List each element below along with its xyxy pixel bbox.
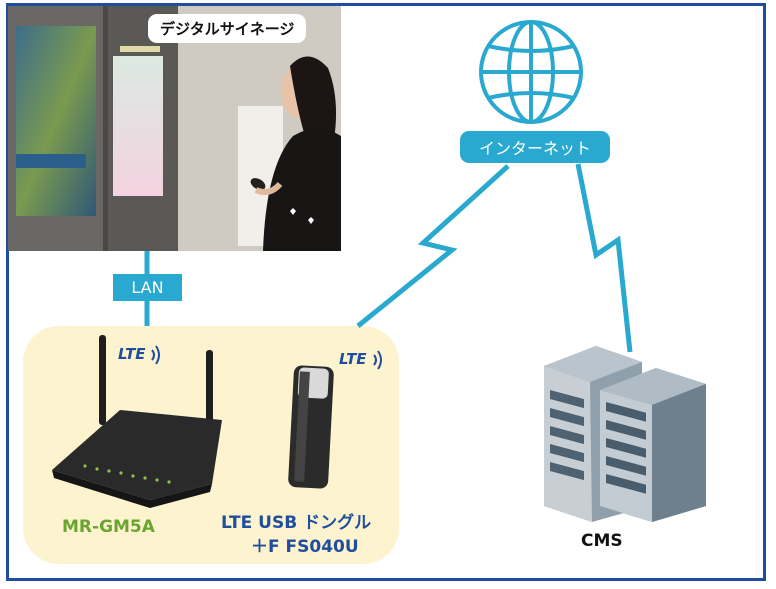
lte-badge-dongle: LTE [339,350,367,368]
lte-badge-router: LTE [118,345,146,363]
internet-label: インターネット [460,131,610,163]
lte-signal-icon-router [151,345,160,365]
photo-title: デジタルサイネージ [148,14,307,43]
diagram-frame [6,3,766,581]
server-rack-icon-front [600,368,706,522]
signage-scene [8,6,341,251]
lte-signal-icon-dongle [373,350,382,370]
lan-label: LAN [113,274,182,301]
dongle-label-line2: ＋F FS040U [251,537,359,557]
globe-icon [479,20,583,124]
dongle-label-line1: LTE USB ドングル [221,513,372,533]
dongle-internet-link [356,164,510,328]
cms-label: CMS [581,531,623,551]
usb-dongle-icon [288,365,334,489]
internet-cms-link [575,163,633,353]
digital-signage-photo: デジタルサイネージ [8,6,341,251]
router-icon [52,335,222,508]
router-label: MR-GM5A [62,517,155,537]
